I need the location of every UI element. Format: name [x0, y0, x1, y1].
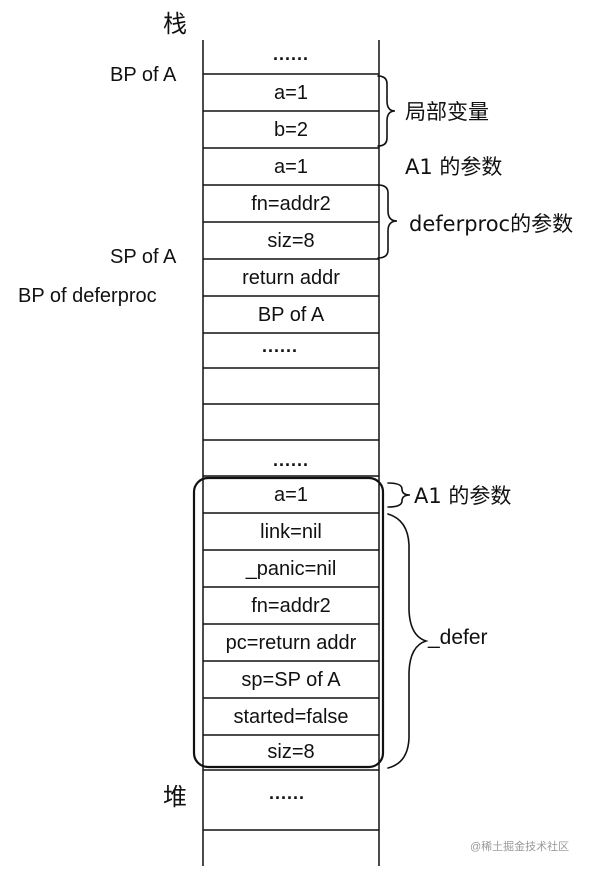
cell-a1: a=1	[274, 82, 308, 104]
deferproc-params-brace	[377, 184, 398, 259]
annotation-deferproc-params: deferproc的参数	[409, 212, 573, 236]
annotation-defer-struct: _defer	[427, 626, 488, 649]
cell-link-nil: link=nil	[260, 521, 322, 543]
heap-heading: 堆	[163, 783, 187, 811]
cell-top-dots: ......	[273, 44, 309, 64]
cell-fn-addr2: fn=addr2	[251, 193, 331, 215]
cell-return-addr: return addr	[242, 267, 340, 289]
label-bp-of-deferproc: BP of deferproc	[18, 285, 157, 307]
cell-defer-siz: siz=8	[267, 741, 314, 763]
annotation-a1-params: A1 的参数	[405, 155, 502, 179]
cell-pc-return: pc=return addr	[226, 632, 357, 654]
annotation-locals: 局部变量	[405, 100, 489, 124]
cell-sp-sp-of-a: sp=SP of A	[241, 669, 341, 691]
stack-heading: 栈	[163, 10, 187, 38]
cell-heap-dots: ......	[269, 783, 305, 803]
defer-struct-box	[192, 476, 385, 769]
row-separators	[203, 73, 379, 831]
label-bp-of-a: BP of A	[110, 64, 177, 86]
cell-panic-nil: _panic=nil	[245, 558, 337, 580]
locals-brace	[377, 75, 396, 147]
cell-defer-a1: a=1	[274, 484, 308, 506]
cell-a1-arg: a=1	[274, 156, 308, 178]
cell-siz8: siz=8	[267, 230, 314, 252]
cell-bp-of-a: BP of A	[258, 304, 325, 326]
annotation-a1-params-defer: A1 的参数	[414, 484, 511, 508]
label-sp-of-a: SP of A	[110, 246, 177, 268]
defer-struct-brace	[387, 513, 429, 769]
watermark: @稀土掘金技术社区	[470, 839, 569, 853]
cell-mid-dots: ......	[262, 336, 298, 356]
cell-started-false: started=false	[233, 706, 348, 728]
cell-gap-dots: ......	[273, 450, 309, 470]
cell-defer-fn: fn=addr2	[251, 595, 331, 617]
cell-b2: b=2	[274, 119, 308, 141]
defer-a1-brace	[387, 482, 411, 508]
